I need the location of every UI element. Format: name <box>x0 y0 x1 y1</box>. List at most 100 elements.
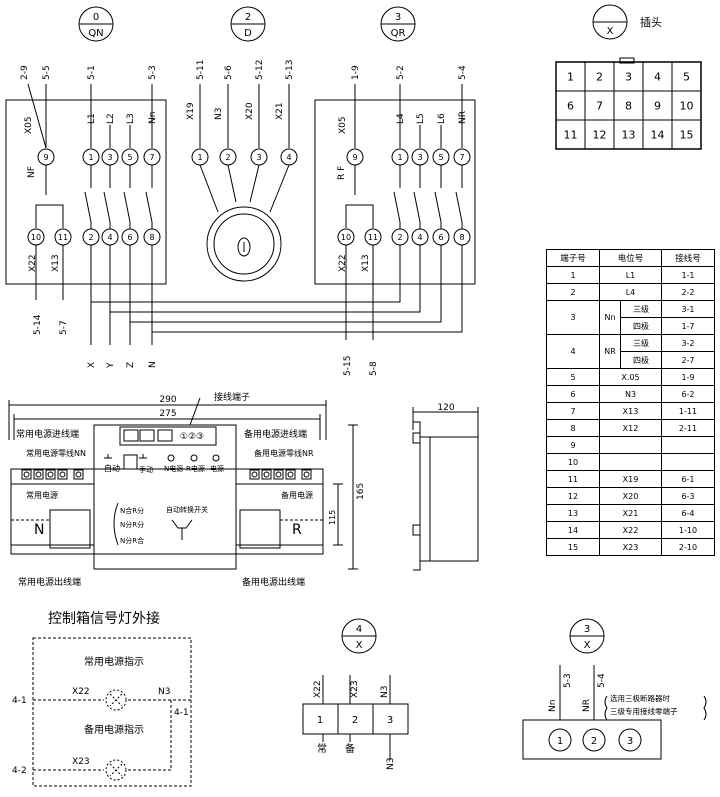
svg-text:2: 2 <box>352 715 358 726</box>
label-qr: 3 QR <box>380 6 416 42</box>
svg-text:常: 常 <box>317 742 327 755</box>
table-row: 4 NR 三级 3-2 <box>546 334 715 369</box>
breaker-qr: 1-9 5-2 5-4 X05 L4 L5 L6 NR R F X22 X13 … <box>314 65 476 376</box>
svg-text:1-9: 1-9 <box>351 65 361 80</box>
svg-text:X22: X22 <box>338 254 348 272</box>
table-row: 3 Nn 三级 3-1 <box>546 300 715 335</box>
svg-text:5-4: 5-4 <box>597 673 607 688</box>
table-cell: 1 <box>546 266 600 284</box>
svg-text:5: 5 <box>438 153 443 162</box>
table-cell: 15 <box>546 538 600 556</box>
svg-text:插头: 插头 <box>640 15 662 29</box>
svg-text:5-4: 5-4 <box>458 65 468 80</box>
label-d: 2 D <box>230 6 266 42</box>
svg-text:2: 2 <box>591 736 597 747</box>
svg-text:备用电源出线端: 备用电源出线端 <box>242 576 305 588</box>
table-cell: X12 <box>599 419 662 437</box>
svg-text:2: 2 <box>88 233 93 242</box>
svg-text:5-15: 5-15 <box>343 356 353 376</box>
signal-lamp-box: 控制箱信号灯外接 常用电源指示 备用电源指示 X22 X23 N3 4-1 4-… <box>12 610 192 787</box>
svg-text:N: N <box>34 522 44 538</box>
svg-text:控制箱信号灯外接: 控制箱信号灯外接 <box>48 610 160 627</box>
device-terminal-screw <box>263 471 270 478</box>
svg-text:1: 1 <box>88 153 93 162</box>
svg-text:5-6: 5-6 <box>224 65 234 80</box>
table-cell: 12 <box>546 487 600 505</box>
svg-text:5-3: 5-3 <box>148 65 158 80</box>
table-cell: 4 <box>546 334 600 369</box>
svg-text:L3: L3 <box>126 113 136 124</box>
svg-text:N3: N3 <box>158 687 170 697</box>
table-cell: 四极 <box>620 317 662 335</box>
svg-text:备: 备 <box>345 742 355 755</box>
plug-cell-number: 2 <box>596 71 603 84</box>
table-cell: X23 <box>599 538 662 556</box>
plug-cell-number: 1 <box>567 71 574 84</box>
table-row: 9 <box>546 436 715 454</box>
svg-text:X22: X22 <box>28 254 38 272</box>
svg-text:常用电源指示: 常用电源指示 <box>84 655 144 668</box>
plug-cell-number: 6 <box>567 100 574 113</box>
svg-text:Z: Z <box>126 362 136 368</box>
table-cell: 3 <box>546 300 600 335</box>
table-cell: 四极 <box>620 351 662 369</box>
device-terminal <box>21 469 32 480</box>
svg-text:备用电源进线端: 备用电源进线端 <box>244 428 307 440</box>
svg-text:11: 11 <box>58 233 68 242</box>
svg-text:自动: 自动 <box>104 463 120 473</box>
table-cell <box>661 436 715 454</box>
svg-text:N分R分: N分R分 <box>120 520 144 529</box>
device-terminal <box>261 469 272 480</box>
svg-text:X: X <box>584 640 591 651</box>
breaker-qn: 2-9 5-5 5-1 5-3 X05 L1 L2 L3 Nn NF X22 X… <box>5 65 167 335</box>
svg-text:6: 6 <box>127 233 132 242</box>
svg-text:NR: NR <box>582 699 592 712</box>
svg-text:N3: N3 <box>214 108 224 120</box>
svg-text:5-7: 5-7 <box>59 320 69 335</box>
table-cell: 1-10 <box>661 521 715 539</box>
device-terminal <box>249 469 260 480</box>
plug-cell-number: 12 <box>593 129 607 142</box>
device-side-view: 120 <box>412 403 479 571</box>
table-cell <box>599 453 662 471</box>
svg-text:自动转换开关: 自动转换开关 <box>166 505 208 514</box>
svg-text:120: 120 <box>437 403 454 413</box>
svg-text:5-14: 5-14 <box>33 314 43 335</box>
svg-text:5-8: 5-8 <box>369 361 379 376</box>
table-cell: 10 <box>546 453 600 471</box>
table-cell: 2-7 <box>661 351 715 369</box>
phase-bus: X Y Z N <box>87 245 463 369</box>
svg-text:6: 6 <box>438 233 443 242</box>
table-header: 接线号 <box>661 249 715 267</box>
table-cell: 7 <box>546 402 600 420</box>
svg-text:QN: QN <box>88 28 103 39</box>
label-qn: 0 QN <box>78 6 114 42</box>
plug-cell-number: 5 <box>683 71 690 84</box>
svg-text:D: D <box>244 28 252 39</box>
plug-cell-number: 13 <box>622 129 636 142</box>
svg-text:1: 1 <box>317 715 323 726</box>
svg-text:常用电源出线端: 常用电源出线端 <box>18 576 81 588</box>
svg-text:5: 5 <box>127 153 132 162</box>
table-cell: 6-2 <box>661 385 715 403</box>
svg-text:Y: Y <box>106 362 116 369</box>
device-terminal <box>301 469 312 480</box>
table-cell: 1-1 <box>661 266 715 284</box>
plug-cell <box>671 119 702 150</box>
plug-cell-number: 7 <box>596 100 603 113</box>
svg-text:R: R <box>292 522 302 538</box>
svg-text:7: 7 <box>459 153 464 162</box>
svg-text:115: 115 <box>328 510 337 525</box>
svg-text:3: 3 <box>387 715 393 726</box>
svg-text:3: 3 <box>627 736 633 747</box>
svg-text:4: 4 <box>417 233 422 242</box>
connector-x3: 3 X Nn 5-3 NR 5-4 选用三极断路器时 三级专用接线零端子 1 2… <box>522 618 707 760</box>
table-cell: 三级 <box>620 334 662 352</box>
svg-text:L2: L2 <box>106 113 116 124</box>
switch-d: 5-11 5-6 5-12 5-13 X19 N3 X20 X21 1 2 3 … <box>186 60 298 282</box>
